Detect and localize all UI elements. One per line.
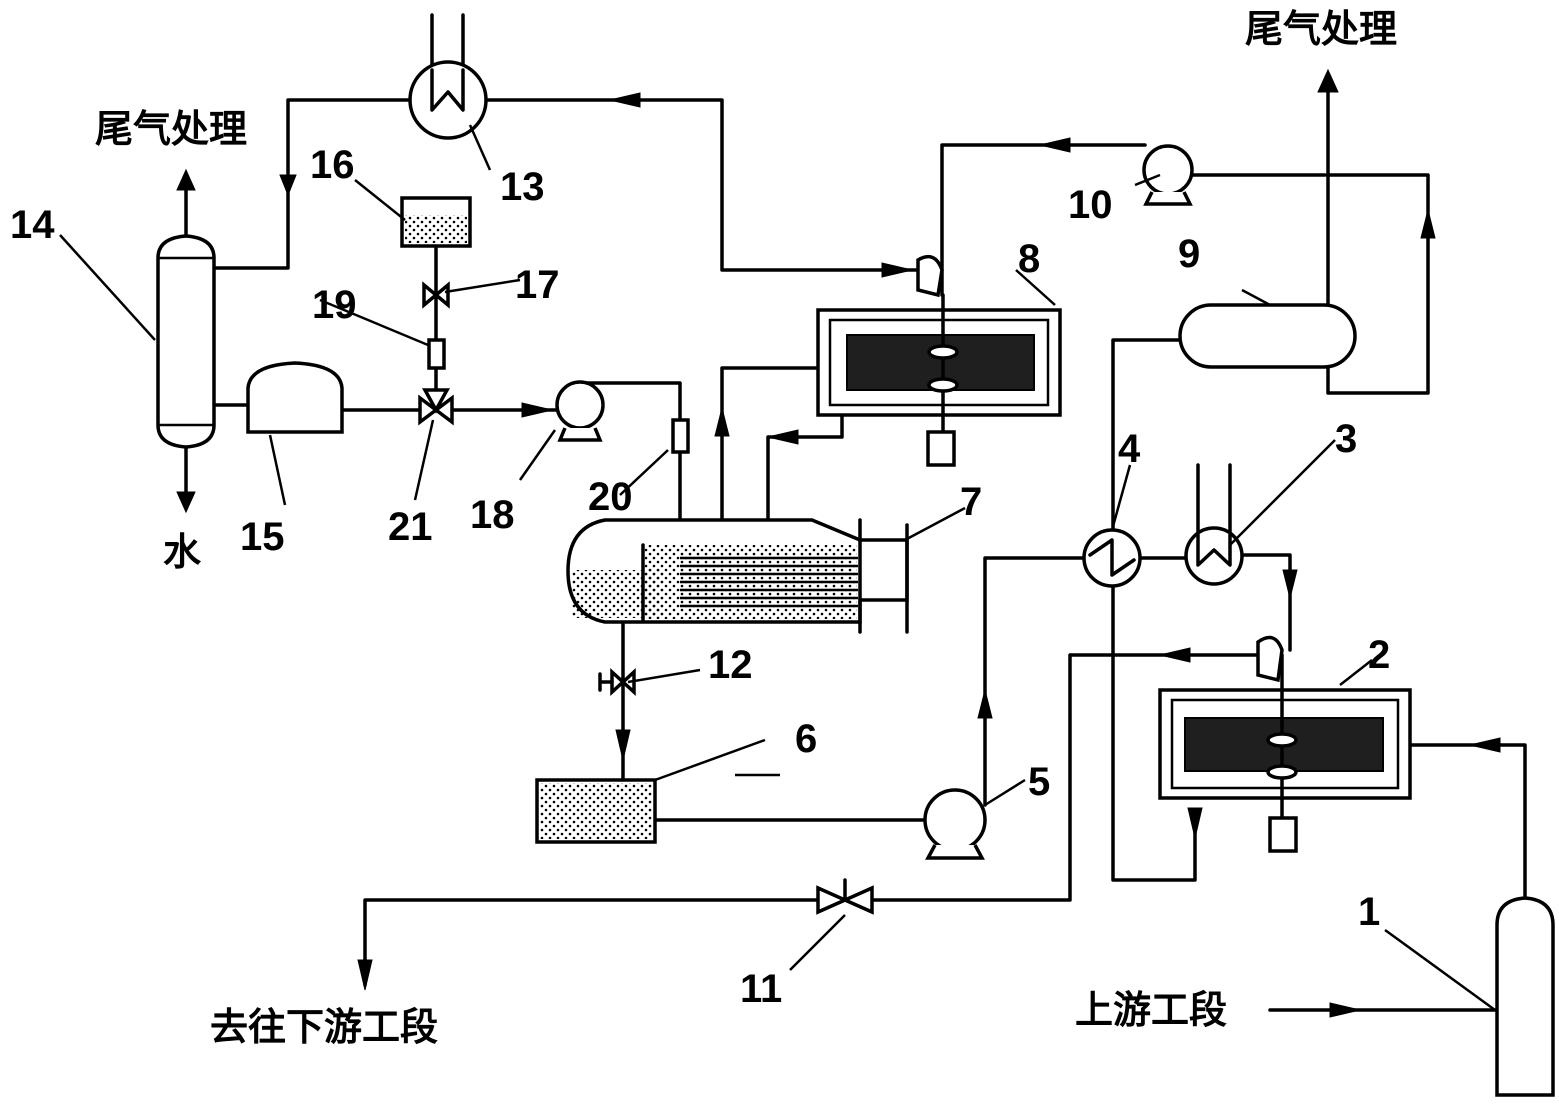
label-upstream: 上游工段 — [1075, 988, 1227, 1032]
label-3: 3 — [1335, 417, 1357, 461]
arrow-up-to-8 — [714, 407, 730, 437]
flowmeter-19 — [427, 338, 446, 370]
cooling-water-pipe-3 — [1196, 463, 1232, 542]
motor-8 — [926, 430, 956, 467]
label-20: 20 — [588, 475, 633, 519]
label-6: 6 — [795, 717, 817, 761]
arrow-to-6 — [615, 729, 631, 761]
label-13: 13 — [500, 165, 545, 209]
pump-10-base — [1143, 191, 1193, 206]
feed-nozzle-8 — [916, 254, 944, 298]
label-14: 14 — [10, 203, 55, 247]
valve-17 — [422, 281, 450, 309]
arrow-offgas-left — [176, 168, 196, 191]
gas-cylinder-1 — [1495, 896, 1555, 1097]
pump-5-base — [925, 844, 985, 860]
pipe-8-drain-to-7 — [766, 413, 844, 570]
vessel-9 — [1178, 303, 1357, 369]
arrow-offgas-right — [1317, 68, 1339, 93]
label-2: 2 — [1368, 633, 1390, 677]
column-14-seams — [158, 256, 214, 427]
arrow-water — [176, 491, 196, 514]
arrow-loop-up — [1420, 209, 1436, 239]
pipe-11-to-downstream — [363, 898, 820, 987]
arrow-8-drain — [767, 429, 799, 445]
arrow-2-out — [1159, 647, 1191, 663]
label-7: 7 — [960, 480, 982, 524]
arrow-13-return — [609, 92, 641, 108]
pipe-7-to-8 — [720, 366, 820, 522]
leaders — [59, 124, 1496, 1012]
label-5: 5 — [1028, 760, 1050, 804]
arrow-3-down — [1282, 569, 1298, 599]
tube-bundle-7 — [680, 556, 858, 608]
pipe-1-to-2 — [1408, 743, 1527, 902]
label-water: 水 — [163, 530, 202, 574]
pipe-5-to-4 — [983, 556, 1087, 807]
column-14 — [156, 234, 216, 449]
flowmeter-20 — [671, 418, 690, 454]
arrow-downstream — [357, 959, 373, 991]
feed-nozzle-2 — [1256, 635, 1284, 683]
label-17: 17 — [515, 263, 560, 307]
heat-exchanger-3 — [1184, 526, 1244, 586]
tank-15 — [246, 361, 344, 434]
label-15: 15 — [240, 515, 285, 559]
label-21: 21 — [388, 505, 433, 549]
label-offgas-right: 尾气处理 — [1245, 7, 1397, 51]
pipe-3-to-2 — [1238, 553, 1292, 652]
label-1: 1 — [1358, 890, 1380, 934]
label-16: 16 — [310, 143, 355, 187]
pipe-18-to-7 — [583, 381, 682, 550]
arrow-into-8 — [881, 262, 913, 278]
coil-3 — [1196, 533, 1232, 567]
label-10: 10 — [1068, 183, 1113, 227]
label-9: 9 — [1178, 232, 1200, 276]
label-19: 19 — [312, 283, 357, 327]
arrow-5-up — [977, 689, 993, 719]
heat-exchanger-13 — [408, 60, 488, 140]
arrow-to-14 — [279, 174, 297, 197]
pipe-9-loop — [1326, 173, 1430, 395]
pipe-9-to-4 — [1111, 338, 1197, 882]
arrow-vent-8 — [1039, 137, 1071, 153]
arrow-drain-2 — [1187, 807, 1203, 839]
arrow-1-to-2 — [1469, 737, 1501, 753]
valve-21 — [418, 388, 454, 426]
pipe-8-to-10 — [940, 143, 1147, 297]
coil-13 — [430, 68, 465, 112]
label-downstream: 去往下游工段 — [210, 1005, 438, 1049]
label-8: 8 — [1018, 237, 1040, 281]
label-12: 12 — [708, 643, 753, 687]
label-18: 18 — [470, 493, 515, 537]
motor-2 — [1268, 816, 1298, 853]
valve-12 — [610, 668, 636, 696]
pump-18 — [555, 380, 605, 430]
pump-10 — [1142, 144, 1194, 196]
coil-4 — [1088, 538, 1136, 577]
arrow-upstream — [1329, 1002, 1361, 1018]
arrow-to-18 — [521, 402, 553, 418]
pump-18-base — [557, 427, 603, 442]
pump-5 — [923, 788, 987, 852]
label-offgas-left: 尾气处理 — [95, 107, 247, 151]
label-4: 4 — [1118, 427, 1141, 471]
pipe-13-to-8 — [484, 98, 920, 272]
label-11: 11 — [740, 967, 782, 1011]
